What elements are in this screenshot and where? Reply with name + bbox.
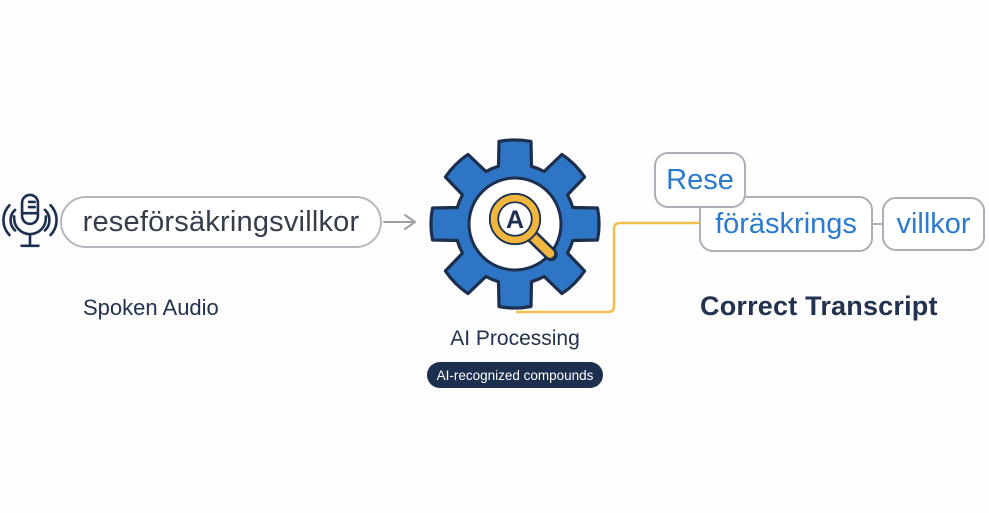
token-box-rese: Rese	[654, 152, 746, 208]
token-text: villkor	[896, 207, 971, 240]
ai-processing-label: AI Processing	[450, 327, 580, 350]
sound-waves-icon	[2, 203, 58, 237]
badge-label: AI-recognized compounds	[436, 367, 594, 383]
arrow-right-icon	[383, 214, 416, 230]
spoken-word-text: reseförsäkringsvillkor	[82, 205, 360, 238]
spoken-audio-label: Spoken Audio	[83, 295, 219, 320]
gear-letter: A	[506, 206, 524, 234]
spoken-word-pill: reseförsäkringsvillkor	[60, 196, 382, 248]
ai-recognized-badge: AI-recognized compounds	[427, 362, 603, 388]
token-text: föräskrings	[715, 207, 857, 240]
token-text: Rese	[666, 163, 734, 196]
correct-transcript-label: Correct Transcript	[700, 291, 938, 321]
gear-icon: A	[429, 138, 601, 310]
token-box-foraskrings: föräskrings	[699, 196, 873, 252]
token-box-villkor: villkor	[882, 197, 985, 251]
microphone-icon	[2, 193, 58, 248]
